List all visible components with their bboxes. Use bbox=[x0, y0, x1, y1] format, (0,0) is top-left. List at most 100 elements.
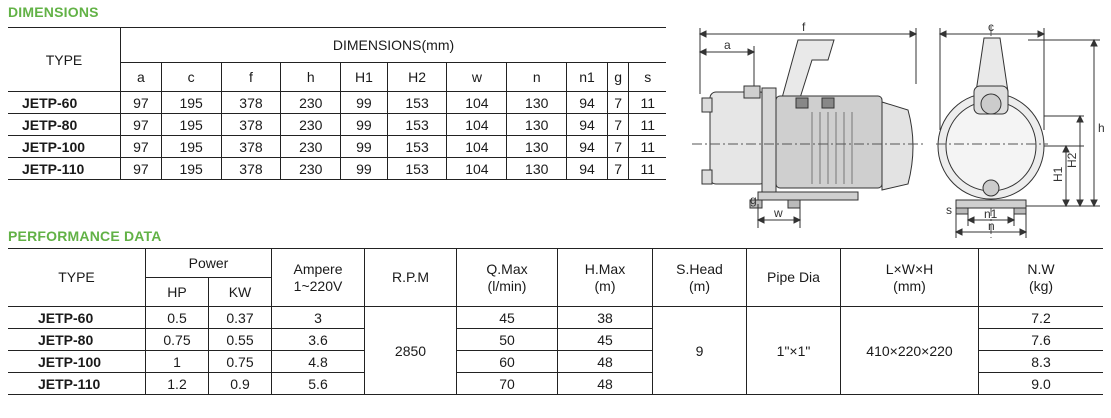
dimension-cell-c: 195 bbox=[160, 113, 222, 136]
dimension-cell-f: 378 bbox=[220, 157, 281, 180]
perf-hmax-cell: 48 bbox=[557, 372, 653, 395]
perf-qmax-cell: 70 bbox=[456, 372, 558, 395]
label-n: n bbox=[988, 219, 995, 233]
dimension-cell-f: 378 bbox=[220, 113, 281, 136]
perf-hmax-cell: 38 bbox=[557, 306, 653, 329]
perf-nw-cell: 9.0 bbox=[978, 372, 1103, 395]
perf-rpm-cell: 2850 bbox=[364, 306, 457, 395]
perf-hmax-header-line1: H.Max bbox=[584, 260, 626, 277]
dimensions-header-row: TYPE DIMENSIONS(mm) bbox=[8, 27, 666, 92]
perf-pipe-header: Pipe Dia bbox=[746, 248, 841, 307]
perf-kw-cell: 0.75 bbox=[208, 350, 272, 373]
dimension-cell-h2: 153 bbox=[386, 135, 447, 158]
dimension-cell-h: 230 bbox=[280, 135, 341, 158]
dimension-cell-w: 104 bbox=[446, 135, 507, 158]
perf-hp-header: HP bbox=[145, 277, 209, 307]
dimension-cell-g: 7 bbox=[606, 113, 629, 136]
type-header: TYPE bbox=[8, 27, 121, 92]
perf-hmax-cell: 48 bbox=[557, 350, 653, 373]
perf-nw-cell: 7.6 bbox=[978, 328, 1103, 351]
dimension-cell-w: 104 bbox=[446, 157, 507, 180]
dimensions-section-title: DIMENSIONS bbox=[8, 4, 99, 20]
perf-nw-cell: 7.2 bbox=[978, 306, 1103, 329]
label-a: a bbox=[724, 38, 731, 52]
dimension-cell-h: 230 bbox=[280, 91, 341, 114]
dimension-cell-g: 7 bbox=[606, 135, 629, 158]
perf-nw-header-line1: N.W bbox=[1027, 260, 1055, 277]
col-header-g: g bbox=[606, 62, 629, 93]
perf-ampere-header: Ampere 1~220V bbox=[271, 248, 365, 307]
dimension-cell-h2: 153 bbox=[386, 91, 447, 114]
dimension-cell-n: 130 bbox=[506, 157, 567, 180]
dimension-cell-a: 97 bbox=[120, 135, 162, 158]
performance-table: TYPE Power Ampere 1~220V R.P.M Q.Max (l/… bbox=[8, 248, 1103, 395]
label-H1: H1 bbox=[1051, 166, 1065, 182]
perf-hp-cell: 0.5 bbox=[145, 306, 209, 329]
perf-type-cell: JETP-80 bbox=[8, 328, 146, 351]
dimension-cell-w: 104 bbox=[446, 91, 507, 114]
perf-qmax-header-line2: (l/min) bbox=[487, 277, 527, 294]
perf-kw-cell: 0.37 bbox=[208, 306, 272, 329]
dimension-cell-c: 195 bbox=[160, 135, 222, 158]
perf-hmax-cell: 45 bbox=[557, 328, 653, 351]
col-header-n: n bbox=[506, 62, 567, 93]
dimension-cell-h1: 99 bbox=[340, 113, 388, 136]
performance-header-row: TYPE Power Ampere 1~220V R.P.M Q.Max (l/… bbox=[8, 248, 1103, 307]
perf-shead-header-line2: (m) bbox=[689, 277, 710, 294]
dimensions-table: TYPE DIMENSIONS(mm) a c f h H1 H2 w n n1… bbox=[8, 27, 666, 180]
perf-ampere-header-line1: Ampere bbox=[293, 260, 343, 277]
perf-hp-cell: 1 bbox=[145, 350, 209, 373]
perf-type-cell: JETP-100 bbox=[8, 350, 146, 373]
perf-qmax-header: Q.Max (l/min) bbox=[456, 248, 558, 307]
perf-qmax-cell: 50 bbox=[456, 328, 558, 351]
perf-nw-cell: 8.3 bbox=[978, 350, 1103, 373]
perf-pipe-cell: 1"×1" bbox=[746, 306, 841, 395]
dimension-cell-h1: 99 bbox=[340, 135, 388, 158]
perf-lwh-header: L×W×H (mm) bbox=[840, 248, 979, 307]
dimension-cell-s: 11 bbox=[628, 91, 666, 114]
col-header-s: s bbox=[628, 62, 666, 93]
perf-ampere-cell: 4.8 bbox=[271, 350, 365, 373]
perf-ampere-cell: 3 bbox=[271, 306, 365, 329]
dimension-cell-a: 97 bbox=[120, 113, 162, 136]
dimension-cell-c: 195 bbox=[160, 91, 222, 114]
dimension-cell-a: 97 bbox=[120, 91, 162, 114]
perf-nw-header: N.W (kg) bbox=[978, 248, 1103, 307]
perf-lwh-cell: 410×220×220 bbox=[840, 306, 979, 395]
label-H2: H2 bbox=[1065, 152, 1079, 168]
dimension-cell-h: 230 bbox=[280, 113, 341, 136]
dimension-cell-n1: 94 bbox=[566, 91, 608, 114]
perf-ampere-cell: 5.6 bbox=[271, 372, 365, 395]
perf-type-cell: JETP-60 bbox=[8, 306, 146, 329]
dimension-cell-f: 378 bbox=[220, 135, 281, 158]
col-header-n1: n1 bbox=[566, 62, 608, 93]
pump-dimension-drawing: f a c g w s n1 n h H1 H2 bbox=[692, 20, 1105, 238]
perf-shead-cell: 9 bbox=[652, 306, 747, 395]
dimension-cell-n1: 94 bbox=[566, 113, 608, 136]
perf-shead-header-line1: S.Head bbox=[676, 260, 723, 277]
dimension-cell-n1: 94 bbox=[566, 135, 608, 158]
label-f: f bbox=[802, 20, 806, 34]
perf-shead-header: S.Head (m) bbox=[652, 248, 747, 307]
perf-lwh-header-line2: (mm) bbox=[893, 277, 926, 294]
perf-ampere-header-line2: 1~220V bbox=[293, 277, 343, 294]
label-c: c bbox=[988, 20, 994, 34]
dimension-cell-h1: 99 bbox=[340, 91, 388, 114]
col-header-f: f bbox=[220, 62, 281, 93]
col-header-h1: H1 bbox=[340, 62, 388, 93]
perf-qmax-cell: 45 bbox=[456, 306, 558, 329]
dimension-cell-n: 130 bbox=[506, 135, 567, 158]
row-type-label: JETP-80 bbox=[8, 113, 121, 136]
row-type-label: JETP-110 bbox=[8, 157, 121, 180]
performance-subheader-row: HP KW bbox=[8, 277, 1103, 307]
performance-section-title: PERFORMANCE DATA bbox=[8, 228, 162, 244]
dimension-cell-n1: 94 bbox=[566, 157, 608, 180]
perf-hmax-header-line2: (m) bbox=[594, 277, 616, 294]
perf-type-header: TYPE bbox=[8, 248, 146, 307]
label-w: w bbox=[773, 206, 783, 220]
perf-rpm-header: R.P.M bbox=[364, 248, 457, 307]
dimension-cell-h2: 153 bbox=[386, 157, 447, 180]
